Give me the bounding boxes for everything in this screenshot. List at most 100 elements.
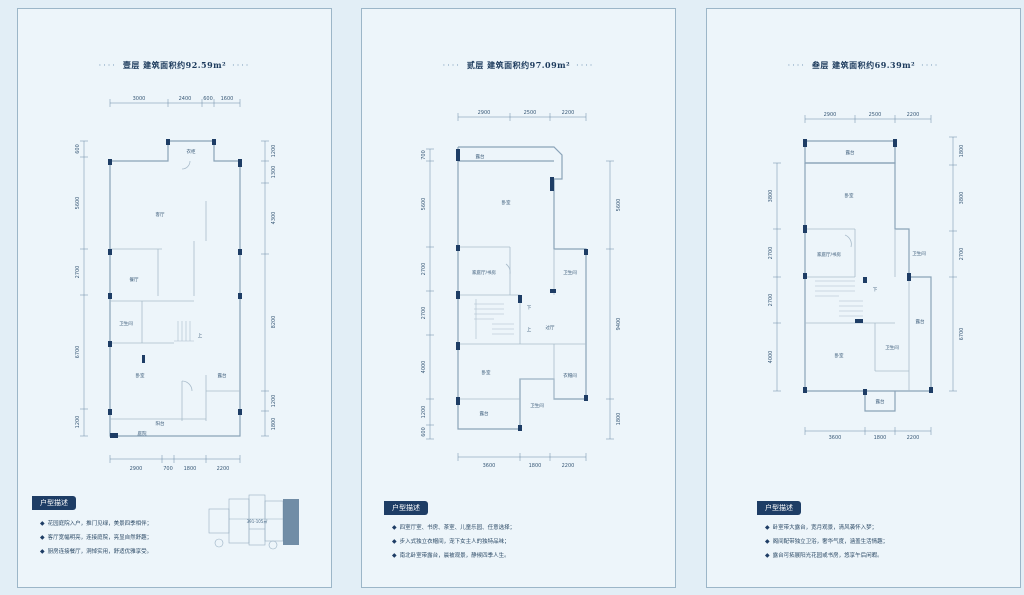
dim-left-1: 3800 xyxy=(768,190,774,203)
dim-left-2: 5600 xyxy=(75,197,81,210)
room-label-terrace-bottom: 露台 xyxy=(480,410,489,417)
feature-list-3: ◆卧室带大露台，宽月观景，清风袭怀入梦； ◆阁间配带独立卫浴，奢华气度，涵盖生活… xyxy=(765,521,888,563)
floor-area-label: 建筑面积约69.39m² xyxy=(832,60,916,70)
dim-left-7: 600 xyxy=(421,427,427,437)
room-label-terrace-top: 露台 xyxy=(846,149,855,156)
dim-left-4: 2700 xyxy=(421,307,427,320)
room-label-study: 家庭厅/书房 xyxy=(472,269,497,276)
dim-right-3: 4300 xyxy=(271,212,277,225)
room-label-terrace-top: 露台 xyxy=(476,153,485,160)
room-label-storage: 衣柜 xyxy=(187,148,196,155)
feature-item: ◆卧室带大露台，宽月观景，清风袭怀入梦； xyxy=(765,524,878,531)
dim-right-2: 3800 xyxy=(959,192,965,205)
dim-bottom-2: 700 xyxy=(163,466,173,471)
floor-panel-3: ····叁层 建筑面积约69.39m²···· 2900 2500 2200 3… xyxy=(706,8,1021,588)
dim-right-3: 2700 xyxy=(959,248,965,261)
dim-left-3: 2700 xyxy=(75,266,81,279)
feature-item: ◆步入式独立衣帽间，宠下女主人的独特品味； xyxy=(392,538,510,545)
dim-left-4: 4000 xyxy=(768,351,774,364)
dim-bottom-3: 1800 xyxy=(184,466,197,471)
feature-item: ◆厨房连接餐厅，洞悼实用，舒适优雅享受。 xyxy=(40,548,153,555)
description-badge-1: 户型描述 xyxy=(32,496,76,510)
floor-title-1: ····壹层 建筑面积约92.59m²···· xyxy=(98,60,251,70)
dim-bottom-2: 1800 xyxy=(874,435,887,441)
room-label-study: 家庭厅/书房 xyxy=(817,251,842,258)
dim-right-1: 1800 xyxy=(959,145,965,158)
dim-bottom-3: 2200 xyxy=(562,463,575,469)
dim-top-3: 600 xyxy=(203,96,213,102)
dim-top-4: 1600 xyxy=(221,96,234,102)
dim-top-1: 3000 xyxy=(133,96,146,102)
dim-left-5: 4000 xyxy=(421,361,427,374)
room-label-hall: 过厅 xyxy=(546,324,555,331)
room-label-bath-small: 露台 xyxy=(876,398,885,405)
description-badge-3: 户型描述 xyxy=(757,501,801,515)
dim-left-1: 700 xyxy=(421,150,427,160)
feature-item: ◆四室厅室、书房、茶室、儿童乐园、任意选择； xyxy=(392,524,516,531)
room-label-bedroom: 卧室 xyxy=(482,369,491,376)
floor-plan-1: 3000 2400 600 1600 2900 700 1800 2200 60… xyxy=(70,91,310,472)
floor-panel-2: ····贰层 建筑面积约97.09m²···· 2900 2500 2200 3… xyxy=(361,8,676,588)
floor-level-label: 叁层 xyxy=(811,60,829,70)
room-label-terrace: 露台 xyxy=(218,372,227,379)
floor-plan-2: 2900 2500 2200 3600 1800 2200 700 5600 2… xyxy=(414,99,654,469)
dim-left-2: 5600 xyxy=(421,198,427,211)
stair-up-label: 上 xyxy=(198,332,203,339)
dim-bottom-1: 2900 xyxy=(130,466,143,471)
feature-item: ◆阁间配带独立卫浴，奢华气度，涵盖生活情趣； xyxy=(765,538,889,545)
description-badge-2: 户型描述 xyxy=(384,501,428,515)
floor-title-3: ····叁层 建筑面积约69.39m²···· xyxy=(787,60,940,70)
dim-top-1: 2900 xyxy=(478,110,491,116)
dim-top-3: 2200 xyxy=(562,110,575,116)
room-label-master: 卧室 xyxy=(845,192,854,199)
floor-level-label: 壹层 xyxy=(122,60,140,70)
room-label-bath: 卫生间 xyxy=(912,250,926,257)
stair-down-label: 下 xyxy=(527,305,532,311)
room-label-bath: 卫生间 xyxy=(119,320,133,327)
dim-left-1: 600 xyxy=(75,144,81,154)
dim-left-3: 2700 xyxy=(768,294,774,307)
room-label-dining: 餐厅 xyxy=(130,276,139,283)
room-label-bedroom: 卧室 xyxy=(136,372,145,379)
dim-right-5: 1200 xyxy=(271,395,277,408)
room-label-terrace-right: 露台 xyxy=(916,318,925,325)
dim-left-4: 6700 xyxy=(75,346,81,359)
dim-bottom-1: 3600 xyxy=(483,463,496,469)
key-plan: 391-105㎡ xyxy=(203,489,311,559)
floor-title-2: ····贰层 建筑面积约97.09m²···· xyxy=(442,60,595,70)
feature-item: ◆露台可拓展阳光花园或书房，悠享午后闲暇。 xyxy=(765,552,883,559)
dim-right-2: 1300 xyxy=(271,166,277,179)
room-label-garden: 阳台 xyxy=(156,420,165,427)
room-label-bedroom: 卧室 xyxy=(835,352,844,359)
feature-item: ◆南北卧室带露台，晨被观景，静候四季人生。 xyxy=(392,552,510,559)
dim-right-4: 6700 xyxy=(959,328,965,341)
dim-bottom-4: 2200 xyxy=(217,466,230,471)
room-label-bath2: 卫生间 xyxy=(885,344,899,351)
dim-left-6: 1200 xyxy=(421,406,427,419)
feature-item: ◆花园庭院入户，推门见绿，美景四季相伴； xyxy=(40,520,153,527)
dim-left-5: 1200 xyxy=(75,416,81,429)
key-plan-label: 391-105㎡ xyxy=(247,518,268,524)
dim-top-2: 2500 xyxy=(524,110,537,116)
room-label-entry: 庭院 xyxy=(138,430,147,437)
floor-panel-1: ····壹层 建筑面积约92.59m²···· 3000 2400 xyxy=(17,8,332,588)
dim-bottom-2: 1800 xyxy=(529,463,542,469)
stair-down-label: 下 xyxy=(873,287,878,293)
dim-right-3: 1800 xyxy=(616,413,622,426)
dim-right-4: 8200 xyxy=(271,316,277,329)
room-label-wardrobe: 衣帽间 xyxy=(563,372,577,379)
feature-list-1: ◆花园庭院入户，推门见绿，美景四季相伴； ◆客厅宽幅明亮，连接庭院，亮显自然舒趣… xyxy=(40,517,152,559)
dim-top-2: 2400 xyxy=(179,96,192,102)
dim-right-2: 9400 xyxy=(616,318,622,331)
room-label-living: 客厅 xyxy=(156,211,165,218)
dim-right-1: 1200 xyxy=(271,145,277,158)
floor-area-label: 建筑面积约92.59m² xyxy=(143,60,227,70)
dim-top-3: 2200 xyxy=(907,112,920,118)
room-label-bath: 卫生间 xyxy=(563,269,577,276)
feature-item: ◆客厅宽幅明亮，连接庭院，亮显自然舒趣； xyxy=(40,534,153,541)
floor-level-label: 贰层 xyxy=(466,60,484,70)
dim-bottom-1: 3600 xyxy=(829,435,842,441)
feature-list-2: ◆四室厅室、书房、茶室、儿童乐园、任意选择； ◆步入式独立衣帽间，宠下女主人的独… xyxy=(392,521,515,563)
floor-plan-3: 2900 2500 2200 3600 1800 2200 3800 2700 … xyxy=(759,101,999,441)
dim-bottom-3: 2200 xyxy=(907,435,920,441)
